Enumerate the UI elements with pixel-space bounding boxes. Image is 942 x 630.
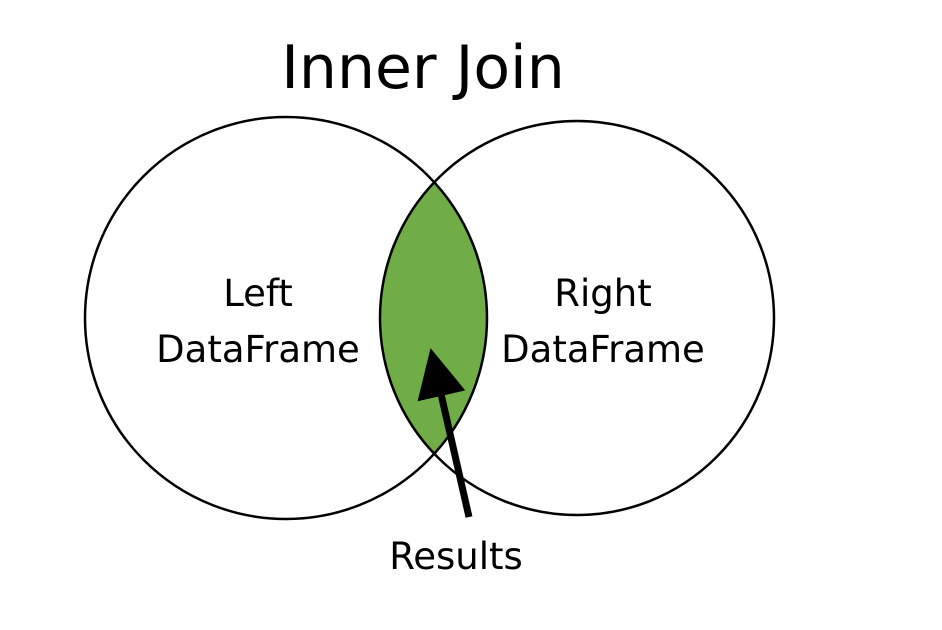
intersection-fill xyxy=(380,121,487,515)
intersection-region xyxy=(380,121,487,515)
left-set-label-line1: Left xyxy=(223,272,293,315)
diagram-title: Inner Join xyxy=(281,33,565,103)
right-set-label-line1: Right xyxy=(554,272,651,315)
left-set-label-line2: DataFrame xyxy=(156,328,360,371)
left-dataframe-circle xyxy=(83,115,489,521)
results-label: Results xyxy=(389,535,523,578)
right-set-label-line2: DataFrame xyxy=(501,328,705,371)
right-dataframe-circle xyxy=(378,119,776,517)
results-arrow xyxy=(417,348,473,518)
